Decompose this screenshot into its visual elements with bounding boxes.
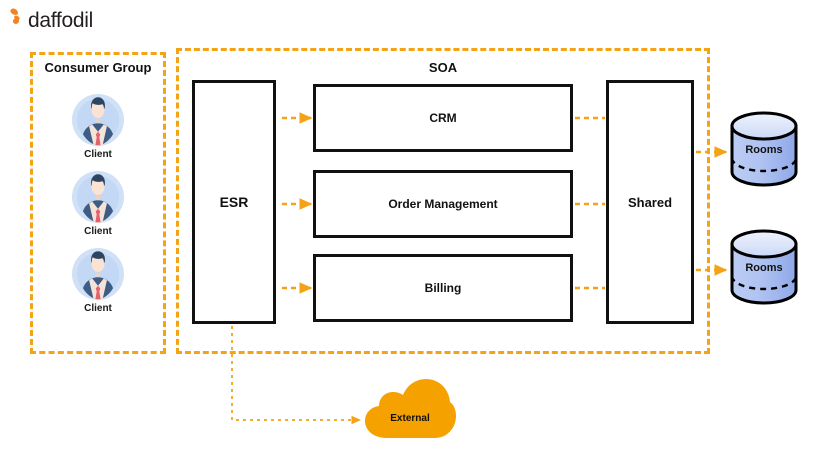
soa-title: SOA xyxy=(428,60,458,75)
list-item[interactable]: Client xyxy=(30,248,166,314)
service-crm[interactable]: CRM xyxy=(313,84,573,152)
list-item-label: Client xyxy=(84,303,112,314)
list-item[interactable]: Client xyxy=(30,94,166,160)
user-avatar-icon xyxy=(72,171,124,223)
database-rooms-2[interactable] xyxy=(726,228,802,306)
list-item[interactable]: Client xyxy=(30,171,166,237)
cloud-icon[interactable] xyxy=(363,378,457,440)
list-item-label: Client xyxy=(84,149,112,160)
daffodil-butterfly-icon xyxy=(10,8,20,24)
user-avatar-icon xyxy=(72,94,124,146)
list-item-label: Client xyxy=(84,226,112,237)
consumer-group-title: Consumer Group xyxy=(44,60,152,75)
soa-container xyxy=(176,48,710,354)
user-avatar-icon xyxy=(72,248,124,300)
brand-logo: daffodil xyxy=(10,8,93,32)
database-rooms-1[interactable] xyxy=(726,110,802,188)
service-billing[interactable]: Billing xyxy=(313,254,573,322)
service-order-management[interactable]: Order Management xyxy=(313,170,573,238)
consumer-group-container xyxy=(30,52,166,354)
esr-node[interactable]: ESR xyxy=(192,80,276,324)
shared-node[interactable]: Shared xyxy=(606,80,694,324)
brand-wordmark: daffodil xyxy=(28,8,93,32)
